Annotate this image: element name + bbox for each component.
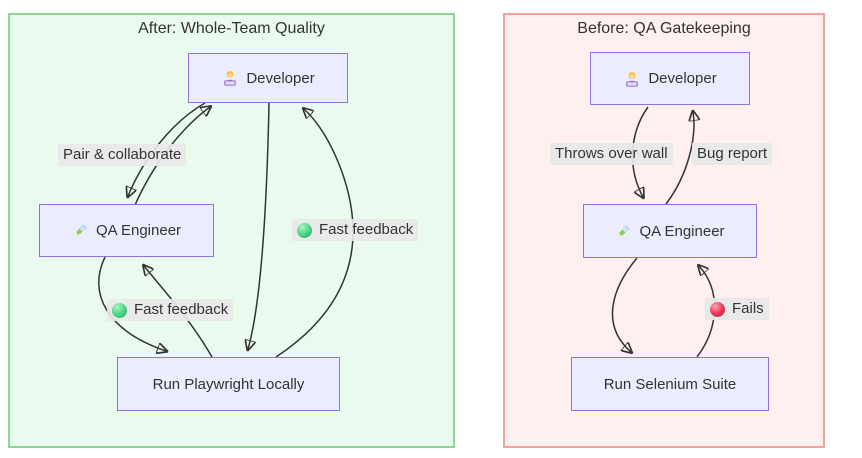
edge-label-throws-over-wall: Throws over wall	[550, 143, 673, 165]
test-tube-icon	[615, 223, 632, 240]
panel-after-whole-team-quality: After: Whole-Team Quality Developer	[8, 13, 455, 448]
edge-label-pair-collaborate: Pair & collaborate	[58, 144, 187, 166]
edge-qa-to-run-selenium	[611, 257, 638, 352]
technologist-icon	[623, 70, 641, 88]
edge-label-fails: Fails	[705, 298, 769, 320]
edge-label-fast-feedback-to-developer: Fast feedback	[292, 219, 419, 241]
node-developer-before: Developer	[590, 52, 750, 105]
edge-label-fast-feedback-to-qa: Fast feedback	[107, 299, 234, 321]
node-label: Run Selenium Suite	[603, 375, 737, 393]
edge-developer-to-run-playwright	[248, 102, 270, 349]
edge-label-bug-report: Bug report	[692, 143, 773, 165]
node-label: Run Playwright Locally	[152, 375, 305, 393]
test-tube-icon	[72, 222, 89, 239]
edge-developer-to-qa	[128, 102, 206, 196]
node-developer-after: Developer	[188, 53, 348, 103]
edge-qa-to-developer	[665, 112, 694, 205]
node-run-selenium-suite: Run Selenium Suite	[571, 357, 769, 411]
red-circle-icon	[710, 301, 725, 317]
node-qa-engineer-after: QA Engineer	[39, 204, 214, 257]
node-label: QA Engineer	[639, 222, 725, 240]
node-run-playwright-locally: Run Playwright Locally	[117, 357, 340, 411]
panel-after-title: After: Whole-Team Quality	[138, 20, 325, 37]
green-circle-icon	[297, 222, 312, 238]
technologist-icon	[221, 69, 239, 87]
node-label: Developer	[648, 70, 717, 87]
green-circle-icon	[112, 302, 127, 318]
panel-before-title: Before: QA Gatekeeping	[577, 20, 751, 37]
node-qa-engineer-before: QA Engineer	[583, 204, 757, 258]
edge-qa-to-run-playwright	[98, 256, 166, 351]
panel-before-qa-gatekeeping: Before: QA Gatekeeping Developer	[503, 13, 825, 448]
node-label: QA Engineer	[95, 222, 182, 239]
node-label: Developer	[246, 69, 315, 87]
